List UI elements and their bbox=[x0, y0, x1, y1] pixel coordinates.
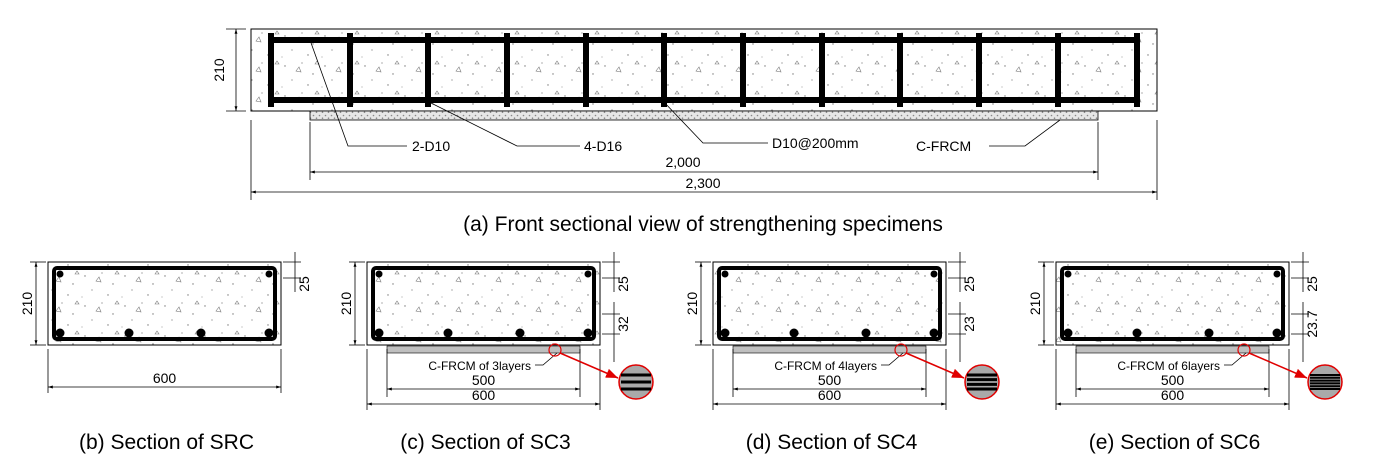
frcm-leader bbox=[1224, 352, 1247, 366]
frcm-label: C-FRCM of 6layers bbox=[1117, 359, 1220, 373]
rebar bbox=[1273, 270, 1281, 278]
section-outline bbox=[366, 261, 601, 346]
detail-marker bbox=[894, 343, 908, 357]
stirrups bbox=[268, 33, 1140, 107]
rebar bbox=[1063, 328, 1073, 338]
cfrcm-layer bbox=[386, 345, 581, 354]
frcm-label: C-FRCM of 4layers bbox=[774, 359, 877, 373]
leader-2-d10 bbox=[309, 39, 407, 147]
cover-dim: 25 bbox=[961, 276, 977, 292]
detail-arrow bbox=[1248, 352, 1308, 379]
caption-front-view: (a) Front sectional view of strengthenin… bbox=[463, 213, 943, 236]
caption-section-src: (b) Section of SRC bbox=[79, 431, 254, 454]
section-height-dim: 210 bbox=[338, 292, 354, 316]
cfrcm-strip bbox=[309, 110, 1099, 121]
front-height-dim: 210 bbox=[211, 58, 227, 82]
section-width-dim: 600 bbox=[1161, 387, 1185, 403]
rebar bbox=[515, 328, 525, 338]
rebar bbox=[196, 328, 206, 338]
section-height-dim: 210 bbox=[1027, 292, 1043, 316]
frcm-width-dim: 500 bbox=[818, 372, 842, 388]
stirrup-loop bbox=[52, 266, 277, 341]
label-2-d10: 2-D10 bbox=[412, 138, 450, 154]
cover-dim: 25 bbox=[296, 276, 312, 292]
detail-arrow bbox=[559, 352, 619, 379]
label-4-d16: 4-D16 bbox=[584, 138, 622, 154]
detail-arrow bbox=[905, 352, 965, 379]
leader-stirrup bbox=[661, 99, 768, 144]
stirrup-loop bbox=[371, 266, 596, 341]
detail-circle bbox=[1307, 364, 1343, 400]
rebar bbox=[1132, 328, 1142, 338]
cover-dim: 25 bbox=[615, 276, 631, 292]
detail-circle bbox=[964, 364, 1000, 400]
rebar bbox=[124, 328, 134, 338]
rebar bbox=[374, 328, 384, 338]
detail-marker bbox=[1237, 343, 1251, 357]
cover2-dim: 23.7 bbox=[1304, 310, 1320, 337]
section-width-dim: 600 bbox=[153, 370, 177, 386]
frcm-leader bbox=[881, 352, 904, 366]
rebar bbox=[55, 328, 65, 338]
section-outline bbox=[47, 261, 282, 346]
dim-2300: 2,300 bbox=[685, 175, 720, 191]
rebar bbox=[1064, 270, 1072, 278]
rebar bbox=[721, 270, 729, 278]
rebar bbox=[584, 270, 592, 278]
rebar bbox=[583, 328, 593, 338]
rebar bbox=[264, 328, 274, 338]
dim-2000: 2,000 bbox=[665, 154, 700, 170]
rebar bbox=[929, 328, 939, 338]
cfrcm-layer bbox=[1075, 345, 1270, 354]
rebar bbox=[861, 328, 871, 338]
section-height-dim: 210 bbox=[684, 292, 700, 316]
caption-section-sc4: (d) Section of SC4 bbox=[746, 431, 918, 454]
section-height-dim: 210 bbox=[19, 292, 35, 316]
label-cfrcm: C-FRCM bbox=[916, 138, 971, 154]
leader-cfrcm bbox=[989, 119, 1061, 147]
cfrcm-layer bbox=[732, 345, 927, 354]
stirrup-loop bbox=[1060, 266, 1285, 341]
frcm-label: C-FRCM of 3layers bbox=[428, 359, 531, 373]
leader-4-d16 bbox=[424, 99, 580, 147]
section-src: 210 25 600 (b) Section of SRC bbox=[19, 252, 312, 454]
caption-section-sc6: (e) Section of SC6 bbox=[1089, 431, 1261, 454]
front-view: 210 2-D10 4-D16 D10@200mm C-FRCM 2,000 2… bbox=[211, 28, 1158, 236]
rebar bbox=[56, 270, 64, 278]
rebar bbox=[930, 270, 938, 278]
detail-marker bbox=[548, 343, 562, 357]
cover2-dim: 32 bbox=[615, 316, 631, 332]
cover2-dim: 23 bbox=[961, 316, 977, 332]
rebar bbox=[1272, 328, 1282, 338]
section-outline bbox=[1055, 261, 1290, 346]
frcm-width-dim: 500 bbox=[472, 372, 496, 388]
rebar bbox=[443, 328, 453, 338]
section-width-dim: 600 bbox=[472, 387, 496, 403]
rebar bbox=[375, 270, 383, 278]
caption-section-sc3: (c) Section of SC3 bbox=[400, 431, 570, 454]
frcm-width-dim: 500 bbox=[1161, 372, 1185, 388]
rebar bbox=[720, 328, 730, 338]
rebar bbox=[265, 270, 273, 278]
section-outline bbox=[712, 261, 947, 346]
rebar bbox=[789, 328, 799, 338]
frcm-leader bbox=[535, 352, 558, 366]
stirrup-loop bbox=[717, 266, 942, 341]
label-stirrup: D10@200mm bbox=[772, 135, 859, 151]
rebar bbox=[1204, 328, 1214, 338]
section-width-dim: 600 bbox=[818, 387, 842, 403]
cover-dim: 25 bbox=[1304, 276, 1320, 292]
